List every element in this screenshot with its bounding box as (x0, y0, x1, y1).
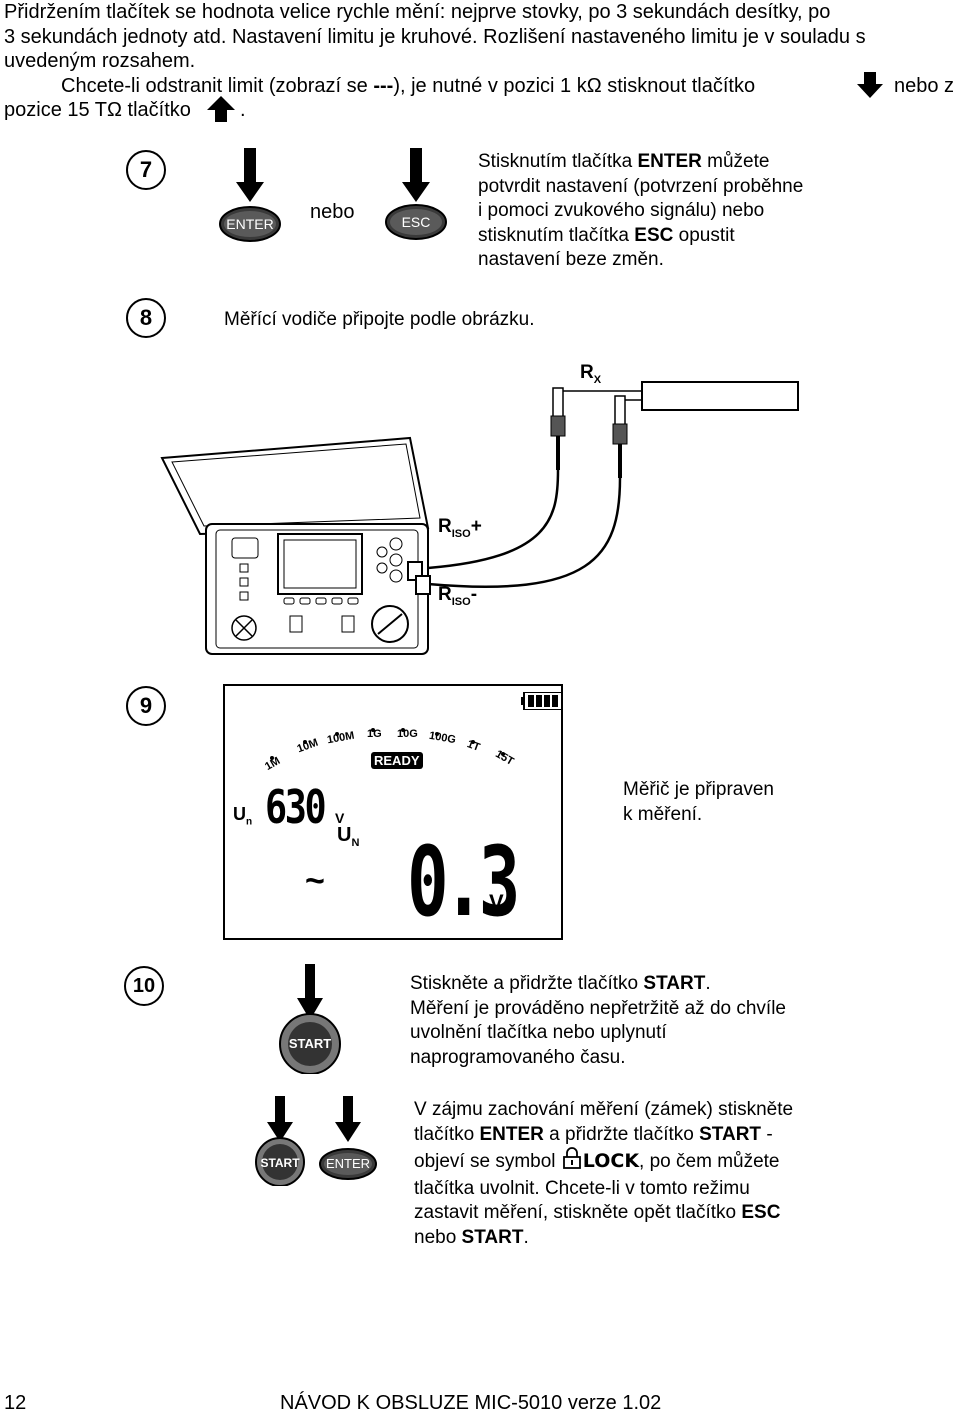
voltage-unit: V (335, 810, 345, 826)
lock-label: LOCK (582, 1149, 640, 1172)
intro-paragraph: Přidržením tlačítek se hodnota velice ry… (4, 0, 958, 123)
intro-text: Chcete-li odstranit limit (zobrazí se (61, 74, 374, 97)
scale-label: 1G (367, 728, 382, 740)
intro-line: Chcete-li odstranit limit (zobrazí se --… (4, 71, 958, 99)
down-arrow-icon (385, 148, 447, 240)
intro-text: . (240, 99, 246, 121)
step8-description: Měřící vodiče připojte podle obrázku. (224, 309, 535, 330)
intro-text: ), je nutné v pozici 1 kΩ stisknout tlač… (393, 74, 756, 97)
intro-line: pozice 15 TΩ tlačítko . (4, 96, 958, 123)
riso-plus-label: RISO+ (438, 516, 482, 540)
un-label: Un (233, 804, 253, 828)
or-label: nebo (310, 201, 355, 223)
step7-description: Stisknutím tlačítka ENTER můžete potvrdi… (478, 151, 804, 270)
lock-start-button-graphic: START (248, 1096, 312, 1187)
footer-title: NÁVOD K OBSLUZE MIC-5010 verze 1.02 (280, 1392, 662, 1414)
start-key-label: START (288, 1036, 332, 1051)
intro-text: nebo z (894, 74, 955, 97)
down-arrow-icon (279, 964, 341, 1075)
start-button-graphic: START (278, 964, 342, 1075)
ac-symbol: ~ (305, 862, 325, 900)
step-number: 7 (126, 150, 166, 190)
riso-minus-label: RISO- (438, 584, 478, 608)
battery-icon (521, 691, 563, 715)
esc-button-graphic: ESC (384, 148, 448, 242)
voltage-setting: 630 (265, 780, 327, 834)
lock-enter-button-graphic: ENTER (318, 1096, 378, 1186)
step-number: 9 (126, 686, 166, 726)
up-arrow-icon (206, 96, 236, 129)
uN-label: UN (337, 824, 360, 849)
meter-illustration (160, 381, 799, 655)
step-number: 10 (124, 966, 164, 1006)
intro-line: Přidržením tlačítek se hodnota velice ry… (4, 1, 831, 23)
scale-dots (270, 728, 505, 760)
ready-indicator: READY (371, 752, 423, 769)
start-key-label: START (260, 1156, 300, 1170)
dash-symbol: --- (373, 74, 394, 97)
intro-line: 3 sekundách jednoty atd. Nastavení limit… (4, 25, 866, 48)
enter-key-label: ENTER (325, 1156, 371, 1171)
down-arrow-icon (856, 71, 884, 105)
esc-key-label: ESC (401, 214, 431, 230)
meter-connection-diagram: RX RISO+ RISO- (160, 358, 810, 658)
reading-unit: V (489, 890, 504, 915)
main-reading: 0.3 (407, 826, 520, 938)
down-arrow-icon (255, 1096, 305, 1187)
intro-text: pozice 15 TΩ tlačítko (4, 99, 191, 121)
lock-icon (561, 1147, 583, 1177)
step9-description: Měřič je připraven k měření. (623, 779, 774, 825)
lock-description: V zájmu zachování měření (zámek) stiskně… (414, 1099, 794, 1248)
page-number: 12 (4, 1392, 27, 1414)
intro-line: uvedeným rozsahem. (4, 50, 196, 72)
rx-label: RX (580, 362, 602, 386)
enter-button-graphic: ENTER (218, 148, 282, 242)
down-arrow-icon (219, 148, 281, 242)
step-number: 8 (126, 298, 166, 338)
down-arrow-icon (319, 1096, 377, 1180)
step10-description: Stiskněte a přidržte tlačítko START. Měř… (410, 973, 786, 1068)
enter-key-label: ENTER (226, 216, 274, 232)
lcd-display: 1M 10M 100M 1G 10G 100G 1T 15T READY Un … (223, 684, 563, 940)
